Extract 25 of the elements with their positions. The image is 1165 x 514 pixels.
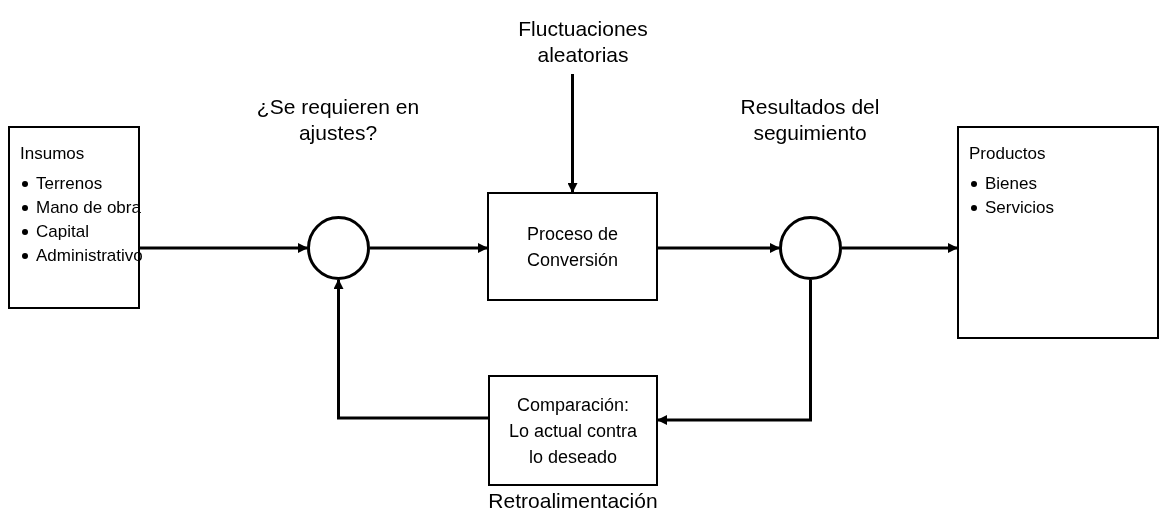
process-box: [488, 375, 658, 486]
junction-circle: [779, 216, 842, 280]
box-text: Proceso de Conversión: [525, 222, 620, 272]
arrow: [657, 280, 812, 425]
arrow: [333, 279, 488, 420]
node-caption: Resultados del seguimiento: [739, 94, 881, 146]
junction-circle: [307, 216, 370, 280]
arrow: [842, 243, 958, 253]
box-heading: Productos: [969, 143, 1047, 165]
box-text: Comparación: Lo actual contra lo deseado: [507, 393, 639, 469]
list-box: [957, 126, 1159, 339]
list-item: Capital: [36, 221, 89, 243]
list-item: Servicios: [985, 197, 1054, 219]
process-box: [487, 192, 658, 301]
disturbance-text: Fluctuaciones aleatorias: [517, 16, 649, 68]
list-box: [8, 126, 140, 309]
node-caption: Retroalimentación: [487, 488, 659, 514]
box-heading: Insumos: [20, 143, 86, 165]
list-item: Bienes: [985, 173, 1037, 195]
arrow: [658, 243, 780, 253]
arrow: [567, 74, 578, 193]
list-item: Terrenos: [36, 173, 103, 195]
node-caption: ¿Se requieren en ajustes?: [255, 94, 421, 146]
arrow: [370, 243, 488, 253]
arrow: [140, 243, 308, 253]
